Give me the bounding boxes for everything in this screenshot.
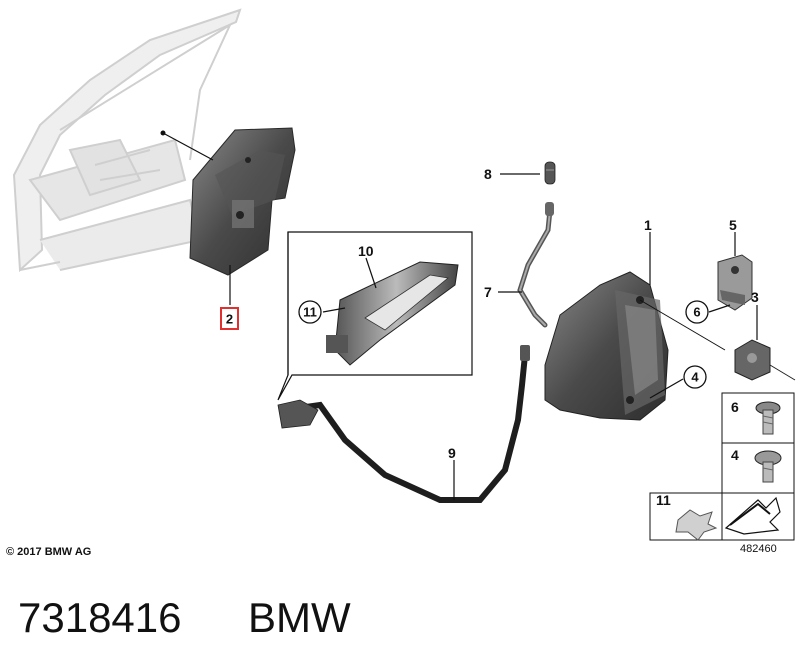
callout-3-label: 3 — [751, 289, 759, 305]
direction-arrow-icon — [724, 496, 781, 535]
legend-clip-11-label: 11 — [656, 492, 671, 508]
callout-2-highlight[interactable]: 2 — [220, 307, 239, 330]
screw-6-icon — [755, 401, 781, 435]
operating-rod — [517, 202, 554, 328]
diagram-number: 482460 — [740, 543, 777, 555]
legend-screw-6-label: 6 — [731, 399, 739, 415]
callout-10-label: 10 — [358, 243, 374, 259]
callout-4-circle[interactable] — [683, 365, 707, 389]
callout-6-circle[interactable] — [685, 300, 709, 324]
callout-9-label: 9 — [448, 445, 456, 461]
bowden-cable — [277, 345, 530, 503]
callout-6-label: 6 — [693, 305, 700, 320]
callout-8-label: 8 — [484, 166, 492, 182]
spring-clip-icon — [675, 509, 718, 541]
copyright-text: © 2017 BMW AG — [6, 546, 91, 558]
cover-cap-part — [734, 339, 796, 381]
callout-11-circle[interactable] — [298, 300, 322, 324]
pin-part — [544, 161, 556, 185]
legend-screw-4-label: 4 — [731, 447, 739, 463]
brand-name: BMW — [248, 594, 351, 641]
inner-door-handle — [326, 261, 459, 366]
callout-2-label: 2 — [226, 312, 233, 327]
part-number: 7318416 — [18, 594, 182, 641]
main-door-lock — [544, 271, 726, 421]
door-lock-assembly — [189, 127, 296, 276]
callout-11-label: 11 — [303, 305, 317, 320]
screw-4-icon — [754, 450, 782, 483]
door-frame-ghost — [12, 8, 242, 273]
callout-5-label: 5 — [729, 217, 737, 233]
callout-4-label: 4 — [691, 370, 699, 385]
callout-7-label: 7 — [484, 284, 492, 300]
striker-part — [717, 254, 753, 311]
callout-1-label: 1 — [644, 217, 652, 233]
